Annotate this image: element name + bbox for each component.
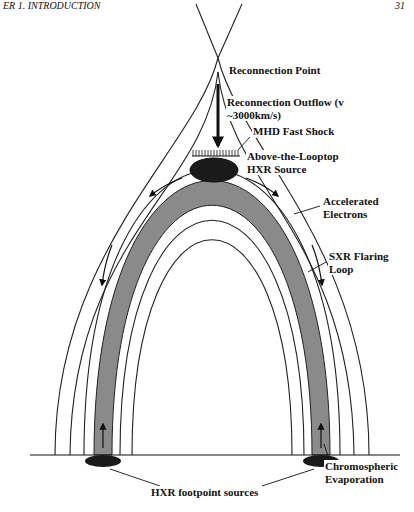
electron-arrow [102, 245, 112, 285]
field-lines [55, 4, 369, 455]
page-number: 31 [394, 0, 406, 12]
leader-line [238, 137, 250, 150]
callout-label: Above-the-Looptop HXR Source [246, 150, 360, 175]
callout-label: SXR Flaring Loop [328, 250, 406, 275]
page-header: ER 1. INTRODUCTION [2, 0, 102, 12]
leader-line [308, 262, 326, 272]
callout-label: Accelerated Electrons [322, 195, 408, 220]
evaporation-arrow [320, 424, 321, 448]
callout-label: MHD Fast Shock [252, 125, 335, 138]
callout-label: Reconnection Outflow (v ~3000km/s) [226, 96, 350, 121]
field-line [218, 4, 242, 58]
photosphere-line [30, 454, 400, 455]
electron-arrow [246, 178, 278, 196]
evaporation-arrows [103, 424, 321, 448]
footpoint-source [85, 455, 121, 467]
shock-front [192, 155, 240, 156]
callout-label: Chromospheric Evaporation [324, 460, 410, 485]
electron-arrows [102, 178, 322, 285]
outflow-arrow [217, 84, 220, 146]
callout-label: Reconnection Point [228, 64, 321, 77]
leader-line [294, 206, 320, 214]
shock-hatching [192, 150, 240, 156]
field-line [196, 4, 218, 58]
electron-arrow [150, 178, 182, 196]
field-line [84, 170, 340, 455]
leader-line [262, 469, 314, 486]
leader-line [110, 469, 160, 486]
evaporation-arrow [102, 424, 103, 448]
field-line [132, 240, 292, 455]
callout-label: HXR footpoint sources [150, 486, 259, 499]
sxr-flaring-loop [94, 181, 330, 456]
looptop-hxr-source [190, 158, 238, 182]
leader-lines [110, 137, 330, 486]
